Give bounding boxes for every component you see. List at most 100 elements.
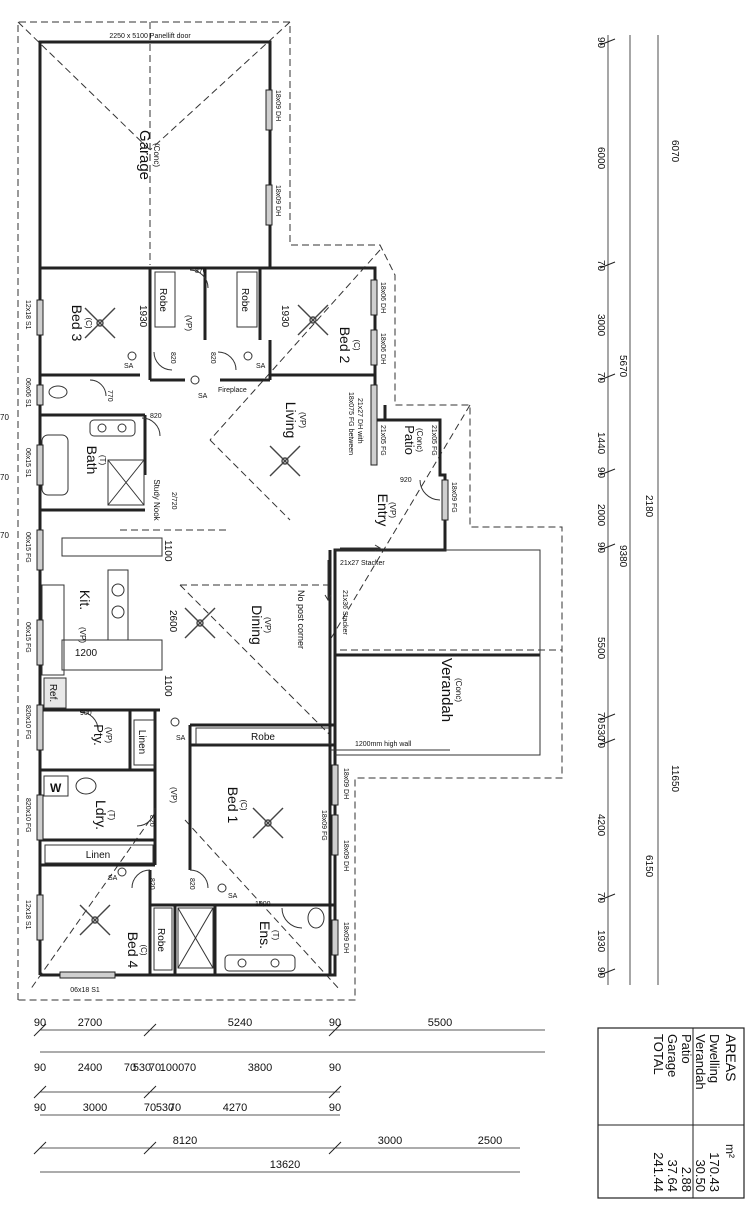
right-dim-c1-11: 530 [595, 724, 606, 741]
robes [44, 271, 332, 971]
room-dining: Dining [249, 605, 265, 645]
right-tick-2 [599, 373, 616, 381]
sa-label-4: SA [176, 735, 186, 742]
stacker-arrows [324, 544, 381, 601]
room-entry: Entry [375, 494, 391, 527]
room-bed3: Bed 3 [69, 305, 85, 342]
inner-dimensions: 870 1930 1930 820 820 820 770 920 1100 2… [0, 268, 412, 908]
right-dim-c3-2: 11650 [669, 765, 680, 793]
stacker2-note: 21x36 Stacker [341, 590, 348, 635]
areas-label-0: Dwelling [707, 1034, 722, 1083]
bottom-dim-r1-1: 2700 [78, 1017, 102, 1029]
dim-70-a: 70 [0, 413, 9, 422]
dim-820-d: 820 [148, 815, 155, 827]
bottom-dim-r2-1: 2400 [78, 1062, 102, 1074]
right-dim-c1-12: 70 [595, 737, 606, 749]
right-tick-6 [599, 738, 616, 746]
bottom-dim-r2-8: 90 [329, 1062, 341, 1074]
room-labels: Garage (Conc) Bed 3 (C) Bed 2 (C) Living… [69, 130, 463, 969]
right-dim-c1-4: 70 [595, 372, 606, 384]
vp-label-1: (VP) [184, 315, 193, 331]
win-garage1: 18x09 DH [274, 90, 281, 121]
right-dim-c1-16: 90 [595, 967, 606, 979]
robe-bed4-label: Robe [155, 928, 166, 952]
win-bed4b: 06x18 S1 [70, 987, 100, 994]
right-dim-c1-10: 70 [595, 712, 606, 724]
walls [38, 40, 540, 977]
verandah-outline [330, 549, 541, 756]
bottom-tick-a-0 [33, 1023, 47, 1037]
window-labels: 18x09 DH 18x09 DH 18x06 DH 18x06 DH 18x0… [24, 90, 457, 994]
patio-win-note2: 21x05 FG [379, 425, 386, 456]
dim-900: 900 [80, 710, 92, 717]
room-ldry: Ldry. [93, 800, 109, 830]
bottom-dim-r2-2: 70 [124, 1062, 136, 1074]
bottom-dim-r1-2: 5240 [228, 1017, 252, 1029]
bottom-dim-r3-4: 70 [169, 1102, 181, 1114]
win-bed2b: 18x06 DH [379, 333, 386, 364]
win-patio: 18x09 FG [450, 482, 457, 513]
right-tick-7 [599, 893, 616, 901]
dim-1000: 1000 [255, 901, 271, 908]
right-tick-0 [599, 38, 616, 46]
high-wall-note: 1200mm high wall [355, 741, 412, 748]
dim-820-b: 820 [209, 352, 216, 364]
right-dim-c1-1: 6000 [595, 147, 606, 170]
room-verandah-finish: (Conc) [454, 678, 463, 702]
living-win-note2: 18x075 FG between [347, 392, 354, 455]
areas-value-1: 30.50 [693, 1159, 708, 1192]
wet-fixtures [41, 385, 325, 972]
door-swings [79, 269, 441, 929]
room-patio: Patio [402, 425, 417, 455]
robe-bed3-label: Robe [157, 288, 168, 312]
areas-title: AREAS [723, 1034, 739, 1081]
win-bed4: 12x18 S1 [24, 900, 31, 930]
bottom-dim-r2-5: 1000 [160, 1062, 184, 1074]
sa-label-1: SA [124, 363, 134, 370]
areas-value-4: 241.44 [651, 1152, 666, 1192]
no-post-note: No post corner [296, 590, 306, 649]
roof-outline [17, 21, 563, 1001]
room-bed4-finish: (C) [139, 944, 148, 955]
room-verandah: Verandah [438, 658, 455, 722]
areas-label-4: TOTAL [651, 1034, 666, 1075]
win-ldry: 820x10 FG [24, 798, 31, 833]
room-living-finish: (VP) [298, 412, 307, 428]
room-pty: Pty. [91, 724, 106, 745]
room-bath: Bath [84, 446, 100, 475]
living-win-note: 21x27 DH with [356, 398, 363, 444]
ref-label: Ref. [47, 684, 58, 702]
linen-ldry-label: Linen [86, 850, 110, 861]
right-dim-c2-1: 9380 [617, 545, 628, 568]
patio-win-note: 21x05 FG [430, 425, 437, 456]
dim-920: 920 [400, 477, 412, 484]
right-dim-c1-14: 70 [595, 892, 606, 904]
dim-1100-b: 1100 [162, 675, 173, 697]
room-bed1: Bed 1 [225, 787, 241, 824]
win-garage2: 18x09 DH [274, 185, 281, 216]
sa-label-6: SA [108, 875, 118, 882]
win-bed1a: 18x09 DH [342, 768, 349, 799]
bottom-tick-c-0 [33, 1141, 47, 1155]
bottom-dim-r3-6: 90 [329, 1102, 341, 1114]
dim-870: 870 [195, 268, 207, 275]
bottom-dim-r1-4: 5500 [428, 1017, 452, 1029]
dim-1100-a: 1100 [162, 540, 173, 562]
bottom-dim-r2-7: 3800 [248, 1062, 272, 1074]
robe-bed1-label: Robe [251, 732, 275, 743]
robe-bed2-label: Robe [239, 288, 250, 312]
plan-notes: 2250 x 5100 Panellift door No post corne… [109, 33, 437, 748]
bottom-dim-r2-6: 70 [184, 1062, 196, 1074]
room-pty-finish: (VP) [104, 727, 113, 743]
bottom-tick-c-1 [143, 1141, 157, 1155]
right-dim-c1-0: 90 [595, 37, 606, 49]
room-ldry-finish: (T) [107, 810, 116, 821]
right-tick-8 [599, 968, 616, 976]
ceiling-fans [79, 304, 329, 936]
win-pty: 820x10 FG [24, 705, 31, 740]
bottom-tick-a-1 [143, 1023, 157, 1037]
bottom-dim-r4-1: 3000 [378, 1135, 402, 1147]
fan-bed3 [84, 307, 116, 339]
